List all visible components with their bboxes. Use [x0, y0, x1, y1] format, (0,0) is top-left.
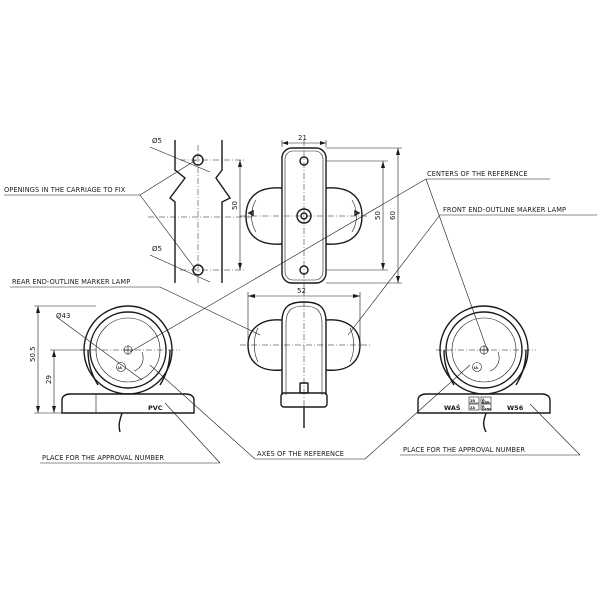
dim-hole-bottom: Ø5	[152, 245, 162, 253]
rear-view: IA	[61, 305, 195, 433]
dim-side-width: 52	[297, 287, 306, 295]
approval-box-1: 2R	[470, 399, 475, 403]
label-approval-left: PLACE FOR THE APPROVAL NUMBER	[42, 454, 164, 462]
svg-text:IA: IA	[118, 366, 122, 370]
front-model: W56	[507, 404, 524, 412]
approval-box-4: E20	[482, 401, 490, 405]
label-approval-right: PLACE FOR THE APPROVAL NUMBER	[403, 446, 525, 454]
label-openings: OPENINGS IN THE CARRIAGE TO FIX	[4, 186, 126, 194]
front-view: IA	[417, 305, 551, 433]
dim-hole-top: Ø5	[152, 137, 162, 145]
dim-total-height: 50.5	[29, 346, 37, 362]
dim-base-width: 21	[298, 134, 307, 142]
dim-carriage-spacing: 50	[231, 201, 239, 210]
approval-box-6: 0458	[482, 408, 492, 412]
dim-hole-spacing: 50	[374, 211, 382, 220]
svg-text:IA: IA	[474, 366, 478, 370]
label-front-lamp: FRONT END-OUTLINE MARKER LAMP	[443, 206, 566, 214]
dim-overall-height: 60	[389, 211, 397, 220]
label-axes: AXES OF THE REFERENCE	[257, 450, 344, 458]
front-maker: WAŚ	[444, 403, 461, 412]
label-rear-lamp: REAR END-OUTLINE MARKER LAMP	[12, 278, 130, 286]
approval-box-3: A	[482, 398, 485, 402]
label-centers: CENTERS OF THE REFERENCE	[427, 170, 528, 178]
dim-lens-diameter: Ø43	[56, 312, 70, 320]
rear-material: PVC	[148, 404, 163, 412]
approval-box-2: 2A	[470, 406, 475, 410]
approval-box-5: R	[482, 405, 485, 409]
side-view	[240, 290, 372, 428]
dim-center-height: 29	[45, 375, 53, 384]
top-view	[240, 140, 368, 292]
carriage-hole-detail	[148, 140, 252, 285]
